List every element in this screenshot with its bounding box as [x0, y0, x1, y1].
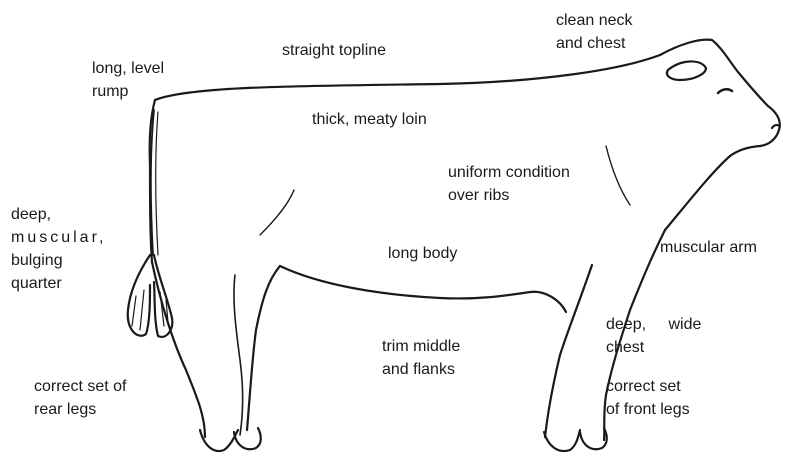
label-line: muscular, [11, 226, 106, 249]
rear-leg-front [247, 266, 280, 430]
label-line: muscular arm [660, 236, 757, 259]
label-line: clean neck [556, 9, 633, 32]
label-deep-muscular-quarter: deep, muscular, bulging quarter [11, 203, 106, 295]
label-clean-neck-chest: clean neck and chest [556, 9, 633, 55]
label-line: deep, wide [606, 313, 701, 336]
label-line: quarter [11, 272, 106, 295]
neck-crease [606, 146, 630, 205]
label-line: of front legs [606, 398, 690, 421]
ear-outline [667, 61, 706, 80]
label-straight-topline: straight topline [282, 39, 386, 62]
label-line: long body [388, 242, 457, 265]
label-line: uniform condition [448, 161, 570, 184]
face-outline [730, 72, 780, 156]
label-line: over ribs [448, 184, 570, 207]
label-line: long, level [92, 57, 164, 80]
rear-leg-inner [234, 275, 243, 435]
eye-mark [718, 89, 732, 93]
label-line: correct set of [34, 375, 126, 398]
label-trim-middle-flanks: trim middle and flanks [382, 335, 460, 381]
label-line: rump [92, 80, 164, 103]
front-hoof-2 [580, 428, 607, 449]
belly-outline [280, 266, 566, 312]
muzzle-mark [772, 125, 779, 128]
label-line: trim middle [382, 335, 460, 358]
label-line: correct set [606, 375, 690, 398]
label-long-body: long body [388, 242, 457, 265]
rear-leg-back [152, 262, 205, 437]
label-line: chest [606, 336, 701, 359]
tail-line [151, 110, 154, 255]
front-leg-rear [545, 265, 592, 437]
label-long-level-rump: long, level rump [92, 57, 164, 103]
throat-outline [665, 156, 730, 230]
label-correct-rear-legs: correct set of rear legs [34, 375, 126, 421]
flank-crease [260, 190, 294, 235]
tail-switch [128, 255, 173, 337]
tail-line-2 [156, 112, 158, 255]
label-line: rear legs [34, 398, 126, 421]
label-line: bulging [11, 249, 106, 272]
label-deep-wide-chest: deep, wide chest [606, 313, 701, 359]
label-line: deep, [11, 203, 106, 226]
front-hoof-1 [544, 430, 580, 451]
label-thick-meaty-loin: thick, meaty loin [312, 108, 427, 131]
label-line: straight topline [282, 39, 386, 62]
label-correct-front-legs: correct set of front legs [606, 375, 690, 421]
label-line: thick, meaty loin [312, 108, 427, 131]
topline-outline [155, 40, 738, 100]
label-line: and chest [556, 32, 633, 55]
label-uniform-condition: uniform condition over ribs [448, 161, 570, 207]
label-muscular-arm: muscular arm [660, 236, 757, 259]
label-line: and flanks [382, 358, 460, 381]
